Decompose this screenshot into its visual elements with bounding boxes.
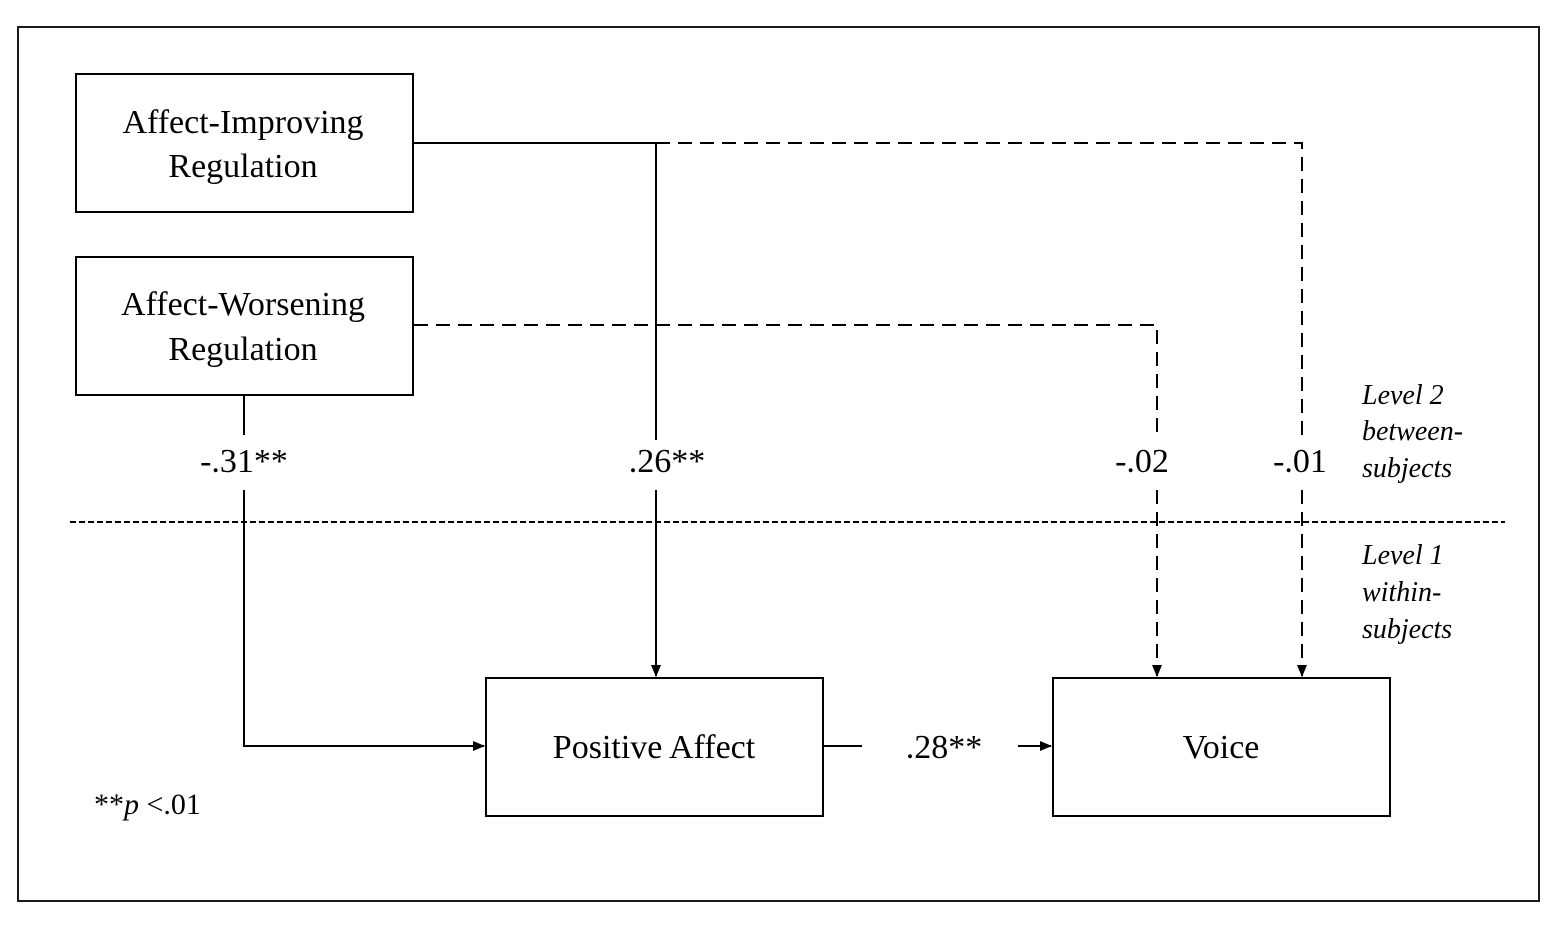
path-worsening-to-positive-affect xyxy=(243,490,485,751)
node-affect-improving: Affect-Improving Regulation xyxy=(75,73,414,213)
node-voice-label: Voice xyxy=(1183,729,1260,766)
coef-positive-affect-to-voice: .28** xyxy=(906,729,983,766)
coef-improving-to-voice: -.01 xyxy=(1273,443,1327,480)
node-affect-worsening-line2: Regulation xyxy=(168,331,317,368)
figure-frame xyxy=(17,26,1540,902)
significance-note: **p <.01 xyxy=(94,788,201,821)
level-2-line1: Level 2 xyxy=(1361,380,1444,411)
level-2-label: Level 2 between- subjects xyxy=(1361,380,1463,484)
path-improving-to-voice xyxy=(656,142,1303,440)
coef-worsening-to-positive-affect: -.31** xyxy=(200,443,288,480)
level-1-line3: subjects xyxy=(1362,614,1452,645)
level-1-line2: within- xyxy=(1362,577,1441,608)
coef-improving-to-positive-affect: .26** xyxy=(629,443,706,480)
coef-worsening-to-voice: -.02 xyxy=(1115,443,1169,480)
node-affect-improving-line2: Regulation xyxy=(168,148,317,185)
node-affect-worsening-line1: Affect-Worsening xyxy=(121,286,365,323)
node-positive-affect-label: Positive Affect xyxy=(553,729,756,766)
node-affect-worsening: Affect-Worsening Regulation xyxy=(75,256,414,396)
path-worsening-to-voice xyxy=(414,324,1158,440)
path-improving-to-positive-affect xyxy=(414,142,657,440)
node-affect-improving-line1: Affect-Improving xyxy=(122,104,363,141)
level-1-label: Level 1 within- subjects xyxy=(1361,540,1452,645)
level-2-line3: subjects xyxy=(1362,453,1452,484)
node-positive-affect: Positive Affect xyxy=(485,677,824,817)
node-voice: Voice xyxy=(1052,677,1391,817)
level-1-line1: Level 1 xyxy=(1361,540,1444,571)
level-2-line2: between- xyxy=(1362,416,1463,447)
